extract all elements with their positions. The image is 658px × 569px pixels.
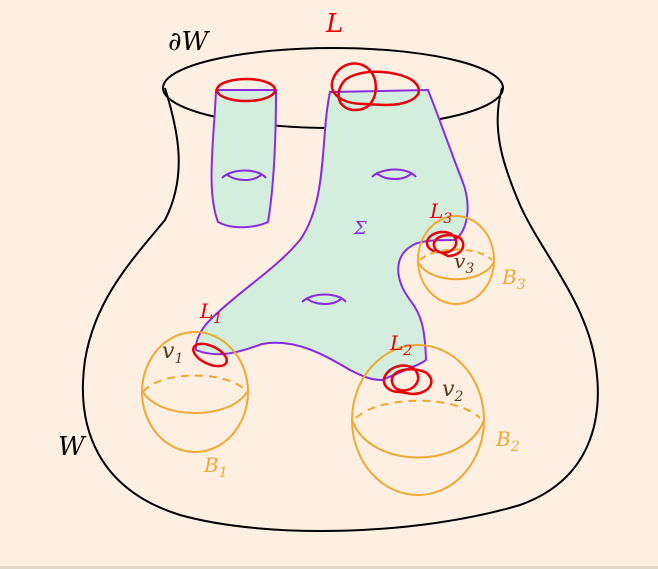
bottom-rule [0, 566, 658, 569]
manifold-outline [81, 87, 599, 532]
label-manifold: W [58, 432, 87, 462]
label-ball-3: B3 [501, 265, 526, 293]
label-ball-1: B1 [203, 453, 228, 481]
label-vertex-2: v2 [442, 377, 463, 405]
tube-top-circle [215, 77, 277, 103]
link-L2 [382, 364, 433, 396]
link-L3 [425, 230, 465, 258]
label-ball-2: B2 [495, 427, 520, 455]
label-vertex-3: v3 [454, 249, 474, 277]
surface-handle-hole-2 [301, 293, 347, 305]
label-link: L [325, 9, 343, 39]
label-vertex-1: v1 [162, 339, 183, 367]
tube-handle-hole [221, 169, 267, 181]
label-link-1: L1 [199, 299, 222, 327]
ball-B1 [141, 331, 249, 453]
label-link-2: L2 [389, 331, 412, 359]
label-surface: Σ [353, 218, 367, 239]
link-L [330, 62, 421, 112]
tube-surface [210, 89, 278, 229]
ball-B2 [351, 344, 485, 496]
link-L1 [191, 342, 229, 368]
ball-B3 [417, 215, 495, 305]
label-boundary: ∂W [168, 27, 210, 57]
label-link-3: L3 [429, 199, 452, 227]
surface-handle-hole-1 [371, 168, 417, 180]
